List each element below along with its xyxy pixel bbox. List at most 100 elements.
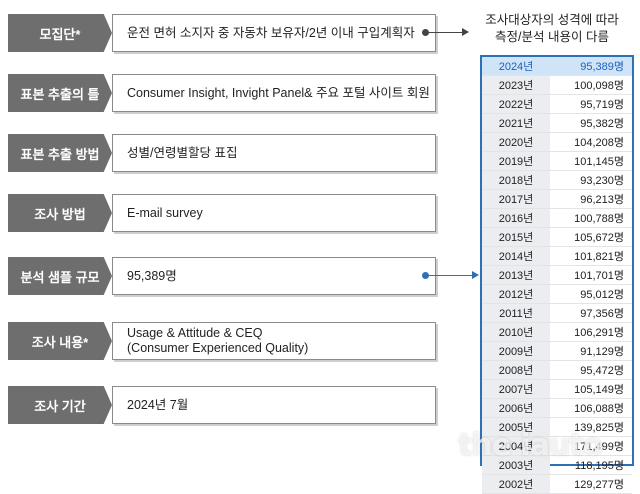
year-cell: 2016년 xyxy=(482,208,550,228)
year-cell: 2002년 xyxy=(482,474,550,494)
row-label: 조사 기간 xyxy=(8,386,112,424)
count-cell: 171,499명 xyxy=(550,436,632,456)
year-cell: 2005년 xyxy=(482,417,550,437)
connector-dot xyxy=(422,29,429,36)
row-label: 조사 방법 xyxy=(8,194,112,232)
year-cell: 2024년 xyxy=(482,57,550,76)
year-cell: 2006년 xyxy=(482,398,550,418)
count-cell: 101,821명 xyxy=(550,246,632,266)
count-cell: 106,291명 xyxy=(550,322,632,342)
year-cell: 2017년 xyxy=(482,189,550,209)
count-cell: 118,195명 xyxy=(550,455,632,475)
year-cell: 2011년 xyxy=(482,303,550,323)
count-cell: 95,382명 xyxy=(550,113,632,133)
year-cell: 2009년 xyxy=(482,341,550,361)
year-cell: 2003년 xyxy=(482,455,550,475)
row-label: 모집단* xyxy=(8,14,112,52)
count-cell: 129,277명 xyxy=(550,474,632,494)
row-value-line: 95,389명 xyxy=(127,268,177,283)
year-cell: 2010년 xyxy=(482,322,550,342)
count-cell: 105,672명 xyxy=(550,227,632,247)
count-cell: 97,356명 xyxy=(550,303,632,323)
row-value-line: Usage & Attitude & CEQ xyxy=(127,326,263,340)
note-line: 조사대상자의 성격에 따라 xyxy=(485,13,619,27)
count-cell: 101,145명 xyxy=(550,151,632,171)
year-cell: 2015년 xyxy=(482,227,550,247)
count-cell: 104,208명 xyxy=(550,132,632,152)
count-cell: 100,098명 xyxy=(550,75,632,95)
row-label: 조사 내용* xyxy=(8,322,112,360)
row-value-line: 성별/연령별할당 표집 xyxy=(127,145,238,160)
row-value: E-mail survey xyxy=(112,194,436,232)
year-cell: 2020년 xyxy=(482,132,550,152)
count-cell: 100,788명 xyxy=(550,208,632,228)
row-value: 성별/연령별할당 표집 xyxy=(112,134,436,172)
count-cell: 91,129명 xyxy=(550,341,632,361)
count-cell: 105,149명 xyxy=(550,379,632,399)
count-cell: 93,230명 xyxy=(550,170,632,190)
row-label: 표본 추출의 틀 xyxy=(8,74,112,112)
count-cell: 139,825명 xyxy=(550,417,632,437)
count-cell: 95,389명 xyxy=(550,57,632,76)
year-cell: 2004년 xyxy=(482,436,550,456)
count-cell: 95,012명 xyxy=(550,284,632,304)
row-value: Consumer Insight, Invight Panel& 주요 포털 사… xyxy=(112,74,436,112)
row-value: Usage & Attitude & CEQ (Consumer Experie… xyxy=(112,322,436,360)
connector-line xyxy=(428,275,472,276)
row-value-line: Consumer Insight, Invight Panel& 주요 포털 사… xyxy=(127,85,430,100)
year-cell: 2022년 xyxy=(482,94,550,114)
connector-dot xyxy=(422,272,429,279)
note-line: 측정/분석 내용이 다름 xyxy=(495,30,609,44)
year-cell: 2018년 xyxy=(482,170,550,190)
row-value: 95,389명 xyxy=(112,257,436,295)
watermark-logo: the iauto xyxy=(458,428,603,463)
year-cell: 2007년 xyxy=(482,379,550,399)
count-cell: 96,213명 xyxy=(550,189,632,209)
year-cell: 2023년 xyxy=(482,75,550,95)
connector-line xyxy=(428,32,462,33)
year-cell: 2019년 xyxy=(482,151,550,171)
count-cell: 95,719명 xyxy=(550,94,632,114)
count-cell: 101,701명 xyxy=(550,265,632,285)
row-value: 운전 면허 소지자 중 자동차 보유자/2년 이내 구입계획자 xyxy=(112,14,436,52)
year-cell: 2013년 xyxy=(482,265,550,285)
row-value-line: 운전 면허 소지자 중 자동차 보유자/2년 이내 구입계획자 xyxy=(127,25,415,40)
row-label: 분석 샘플 규모 xyxy=(8,257,112,295)
row-label: 표본 추출 방법 xyxy=(8,134,112,172)
count-cell: 95,472명 xyxy=(550,360,632,380)
count-cell: 106,088명 xyxy=(550,398,632,418)
row-value-line: E-mail survey xyxy=(127,205,203,220)
note-text: 조사대상자의 성격에 따라 측정/분석 내용이 다름 xyxy=(472,12,632,46)
year-cell: 2008년 xyxy=(482,360,550,380)
row-value: 2024년 7월 xyxy=(112,386,436,424)
arrow-right-icon xyxy=(462,28,469,36)
year-cell: 2021년 xyxy=(482,113,550,133)
arrow-right-icon xyxy=(472,271,479,279)
year-cell: 2014년 xyxy=(482,246,550,266)
row-value-line: 2024년 7월 xyxy=(127,397,189,412)
